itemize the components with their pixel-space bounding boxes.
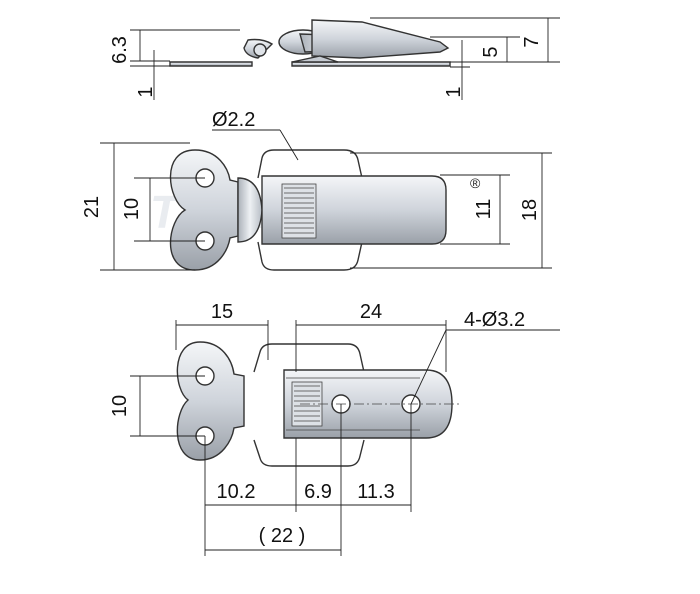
bottom-view: 15 24 4-Ø3.2 10 10.2 6.9 11.3 ( 22 ) [109,301,560,556]
dim-11-3: 11.3 [357,481,394,503]
dim-10-2: 10.2 [217,481,256,503]
bottom-mount-ear [176,341,245,461]
dim-wire-diameter: Ø2.2 [212,109,255,131]
dim-1-left: 1 [135,86,157,97]
dim-11: 11 [473,199,495,220]
side-catch-plate [311,19,450,59]
bottom-wire-loop-lower [253,439,365,467]
top-mount-ear [169,149,239,271]
dim-7: 7 [521,36,543,47]
dim-24: 24 [360,301,382,323]
bottom-wire-loop-upper [253,343,365,373]
side-catch-foot [291,55,339,63]
side-base-plate-left [169,61,253,67]
dim-hole-callout: 4-Ø3.2 [464,309,525,331]
dim-1-right: 1 [443,86,465,97]
dim-10-top: 10 [121,198,143,220]
registered-mark: ® [470,175,481,191]
dim-22: ( 22 ) [259,525,306,547]
dim-18: 18 [519,199,541,221]
side-pivot-pin [253,43,267,57]
dim-15: 15 [211,301,233,323]
dim-10-bottom: 10 [109,395,131,417]
top-spring [281,183,317,239]
bottom-spring [291,381,323,427]
dim-6-9: 6.9 [304,481,332,503]
side-base-plate-right [291,61,451,67]
side-view: 6.3 1 5 7 1 [109,17,560,100]
top-wire-loop-upper [257,149,363,179]
dim-6-3: 6.3 [109,36,131,64]
top-view: TANJA ® Ø2.2 21 10 11 [81,109,552,271]
dim-21: 21 [81,196,103,218]
top-wire-loop-lower [257,241,363,271]
dim-5: 5 [480,46,502,57]
